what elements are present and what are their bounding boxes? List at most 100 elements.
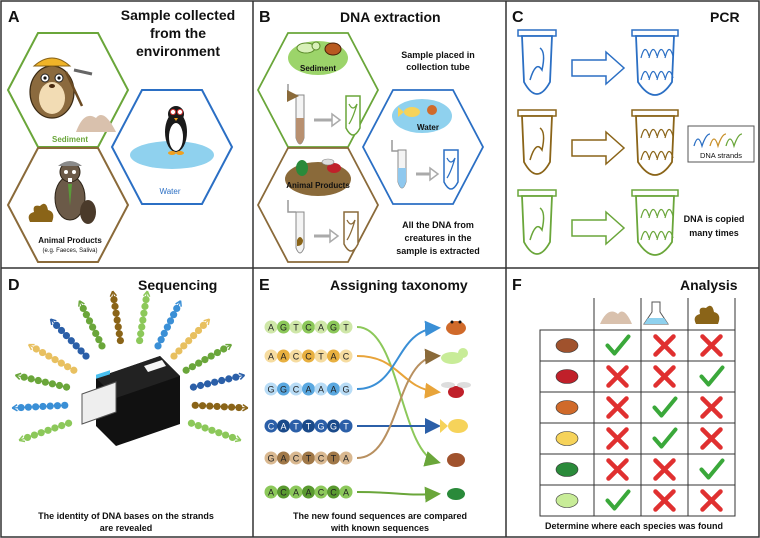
base-bead (314, 382, 328, 396)
dna-read-strand (170, 318, 211, 360)
base-bead (327, 485, 340, 499)
base-bead (225, 375, 233, 383)
panel-a-animal-label: Animal Products (38, 236, 102, 245)
panel-f: F Analysis Determine where each species … (512, 277, 738, 531)
base-bead (222, 431, 230, 439)
cross-icon (606, 396, 629, 419)
dna-read-strand (27, 343, 78, 374)
base-letter: A (305, 488, 311, 498)
base-letter: G (280, 323, 287, 333)
base-letter: C (268, 422, 275, 432)
base-bead (314, 451, 328, 465)
base-bead (77, 347, 85, 355)
dna-strand-icon (529, 127, 545, 161)
cross-icon (700, 427, 723, 450)
base-bead (24, 403, 32, 411)
base-letter: C (330, 488, 337, 498)
base-bead (27, 375, 35, 383)
base-bead (157, 336, 165, 344)
strand-arrowhead (11, 404, 18, 412)
base-letter: A (280, 352, 286, 362)
dna-strand-icon (529, 47, 545, 81)
dna-strand-icon (529, 207, 545, 241)
species-icon (555, 462, 579, 477)
base-bead (53, 402, 62, 410)
b-sediment-tube (295, 94, 305, 145)
base-bead (289, 349, 303, 363)
copied-dna-strand (656, 208, 666, 219)
panel-a: A Sample collected from the environment … (6, 7, 235, 263)
base-bead (327, 382, 340, 396)
base-bead (57, 326, 66, 335)
base-bead (37, 429, 45, 437)
crab-icon (446, 320, 466, 335)
check-icon (699, 458, 725, 480)
panel-a-title-line-1: Sample collected (121, 7, 235, 23)
species-icon (555, 369, 579, 384)
base-bead (30, 431, 38, 439)
base-bead (136, 336, 144, 345)
strand-arrowhead (14, 372, 22, 380)
base-bead (339, 451, 353, 465)
copied-dna-strand (664, 128, 674, 139)
strand-arrowhead (234, 435, 242, 443)
b-note1-line2: collection tube (406, 62, 470, 72)
base-bead (314, 320, 328, 334)
pcr-arrow (571, 210, 626, 246)
dna-read-strand (78, 300, 106, 350)
base-bead (95, 336, 103, 344)
panel-a-title-line-3: environment (136, 43, 220, 59)
panel-a-sediment-label: Sediment (52, 135, 88, 144)
base-bead (173, 304, 181, 313)
cross-icon (700, 396, 723, 419)
base-bead (182, 366, 190, 374)
strand-arrowhead (225, 343, 233, 351)
copied-dna-strand (648, 48, 658, 59)
b-animal-dna-tube (343, 211, 359, 252)
base-bead (92, 329, 100, 338)
base-bead (41, 378, 49, 386)
copied-dna-strand (664, 70, 674, 81)
pcr-arrow (571, 130, 626, 166)
b-water-dna-tube (443, 149, 459, 190)
b-larva-icon (296, 41, 321, 54)
strand-arrowhead (142, 290, 151, 297)
panel-e-letter: E (259, 277, 270, 294)
table-row (540, 422, 735, 450)
base-bead (211, 378, 219, 386)
cross-icon (653, 334, 676, 357)
base-bead (264, 451, 278, 465)
base-letter: G (317, 422, 324, 432)
mole-illustration (29, 57, 93, 119)
base-letter: G (267, 385, 274, 395)
base-letter: T (318, 352, 324, 362)
pcr-rows (517, 29, 679, 256)
b-note2-line1: All the DNA from (402, 220, 474, 230)
b-water-disc (392, 99, 452, 133)
b-water-arrowhead (429, 166, 440, 182)
base-bead (339, 419, 353, 433)
copied-dna-strand (640, 150, 650, 161)
base-bead (198, 402, 207, 410)
sequencer-machine (81, 356, 180, 446)
panel-c-title: PCR (710, 9, 740, 25)
base-bead (63, 363, 72, 371)
copied-dna-strand (648, 70, 658, 81)
copied-dna-strand (648, 150, 658, 161)
base-bead (189, 332, 198, 340)
b-sediment-dna-tube (345, 95, 361, 136)
base-bead (188, 363, 197, 371)
pcr-tube-after (635, 115, 675, 176)
base-bead (45, 352, 53, 360)
copied-dna-strand (648, 208, 658, 219)
base-letter: T (293, 323, 299, 333)
base-bead (277, 349, 290, 363)
base-bead (20, 373, 28, 381)
base-bead (289, 419, 303, 433)
